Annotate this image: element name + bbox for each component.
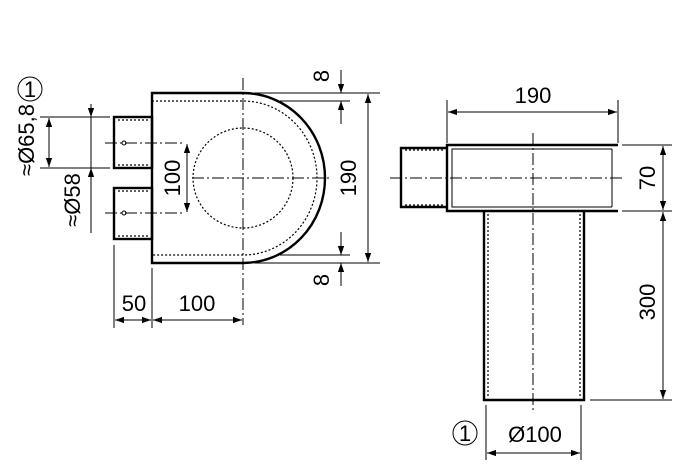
dim-tube-length-label: 300 (635, 284, 660, 321)
dim-width-label: 190 (515, 83, 552, 108)
dim-tube-diameter-label: Ø100 (508, 422, 562, 447)
dim-box-height-label: 70 (635, 166, 660, 190)
centerlines (390, 133, 625, 410)
centerlines (105, 78, 330, 325)
callout-label: 1 (24, 77, 36, 102)
body-outline (150, 91, 327, 265)
dim-height-label: 190 (336, 160, 361, 197)
dim-wall-top-label: 8 (309, 70, 334, 82)
top-view: 190 8 8 100 ≈Ø65,8 ≈Ø58 50 100 1 (14, 70, 380, 328)
dim-spigot-inner-label: ≈Ø58 (60, 173, 85, 227)
callout-circle (452, 420, 478, 446)
callout-label: 1 (459, 421, 471, 446)
dim-spigot-spacing-label: 100 (160, 160, 185, 197)
dim-spigot-length-label: 50 (122, 291, 146, 316)
dim-wall-bottom-label: 8 (309, 274, 334, 286)
dim-spigot-outer-label: ≈Ø65,8 (14, 104, 39, 176)
dim-body-depth-label: 100 (179, 291, 216, 316)
side-view: 190 70 300 Ø100 1 (390, 83, 672, 460)
spigot-hidden-lines (118, 119, 150, 237)
extension-lines (446, 100, 672, 460)
callout-circle (17, 76, 43, 102)
tube (482, 211, 586, 402)
